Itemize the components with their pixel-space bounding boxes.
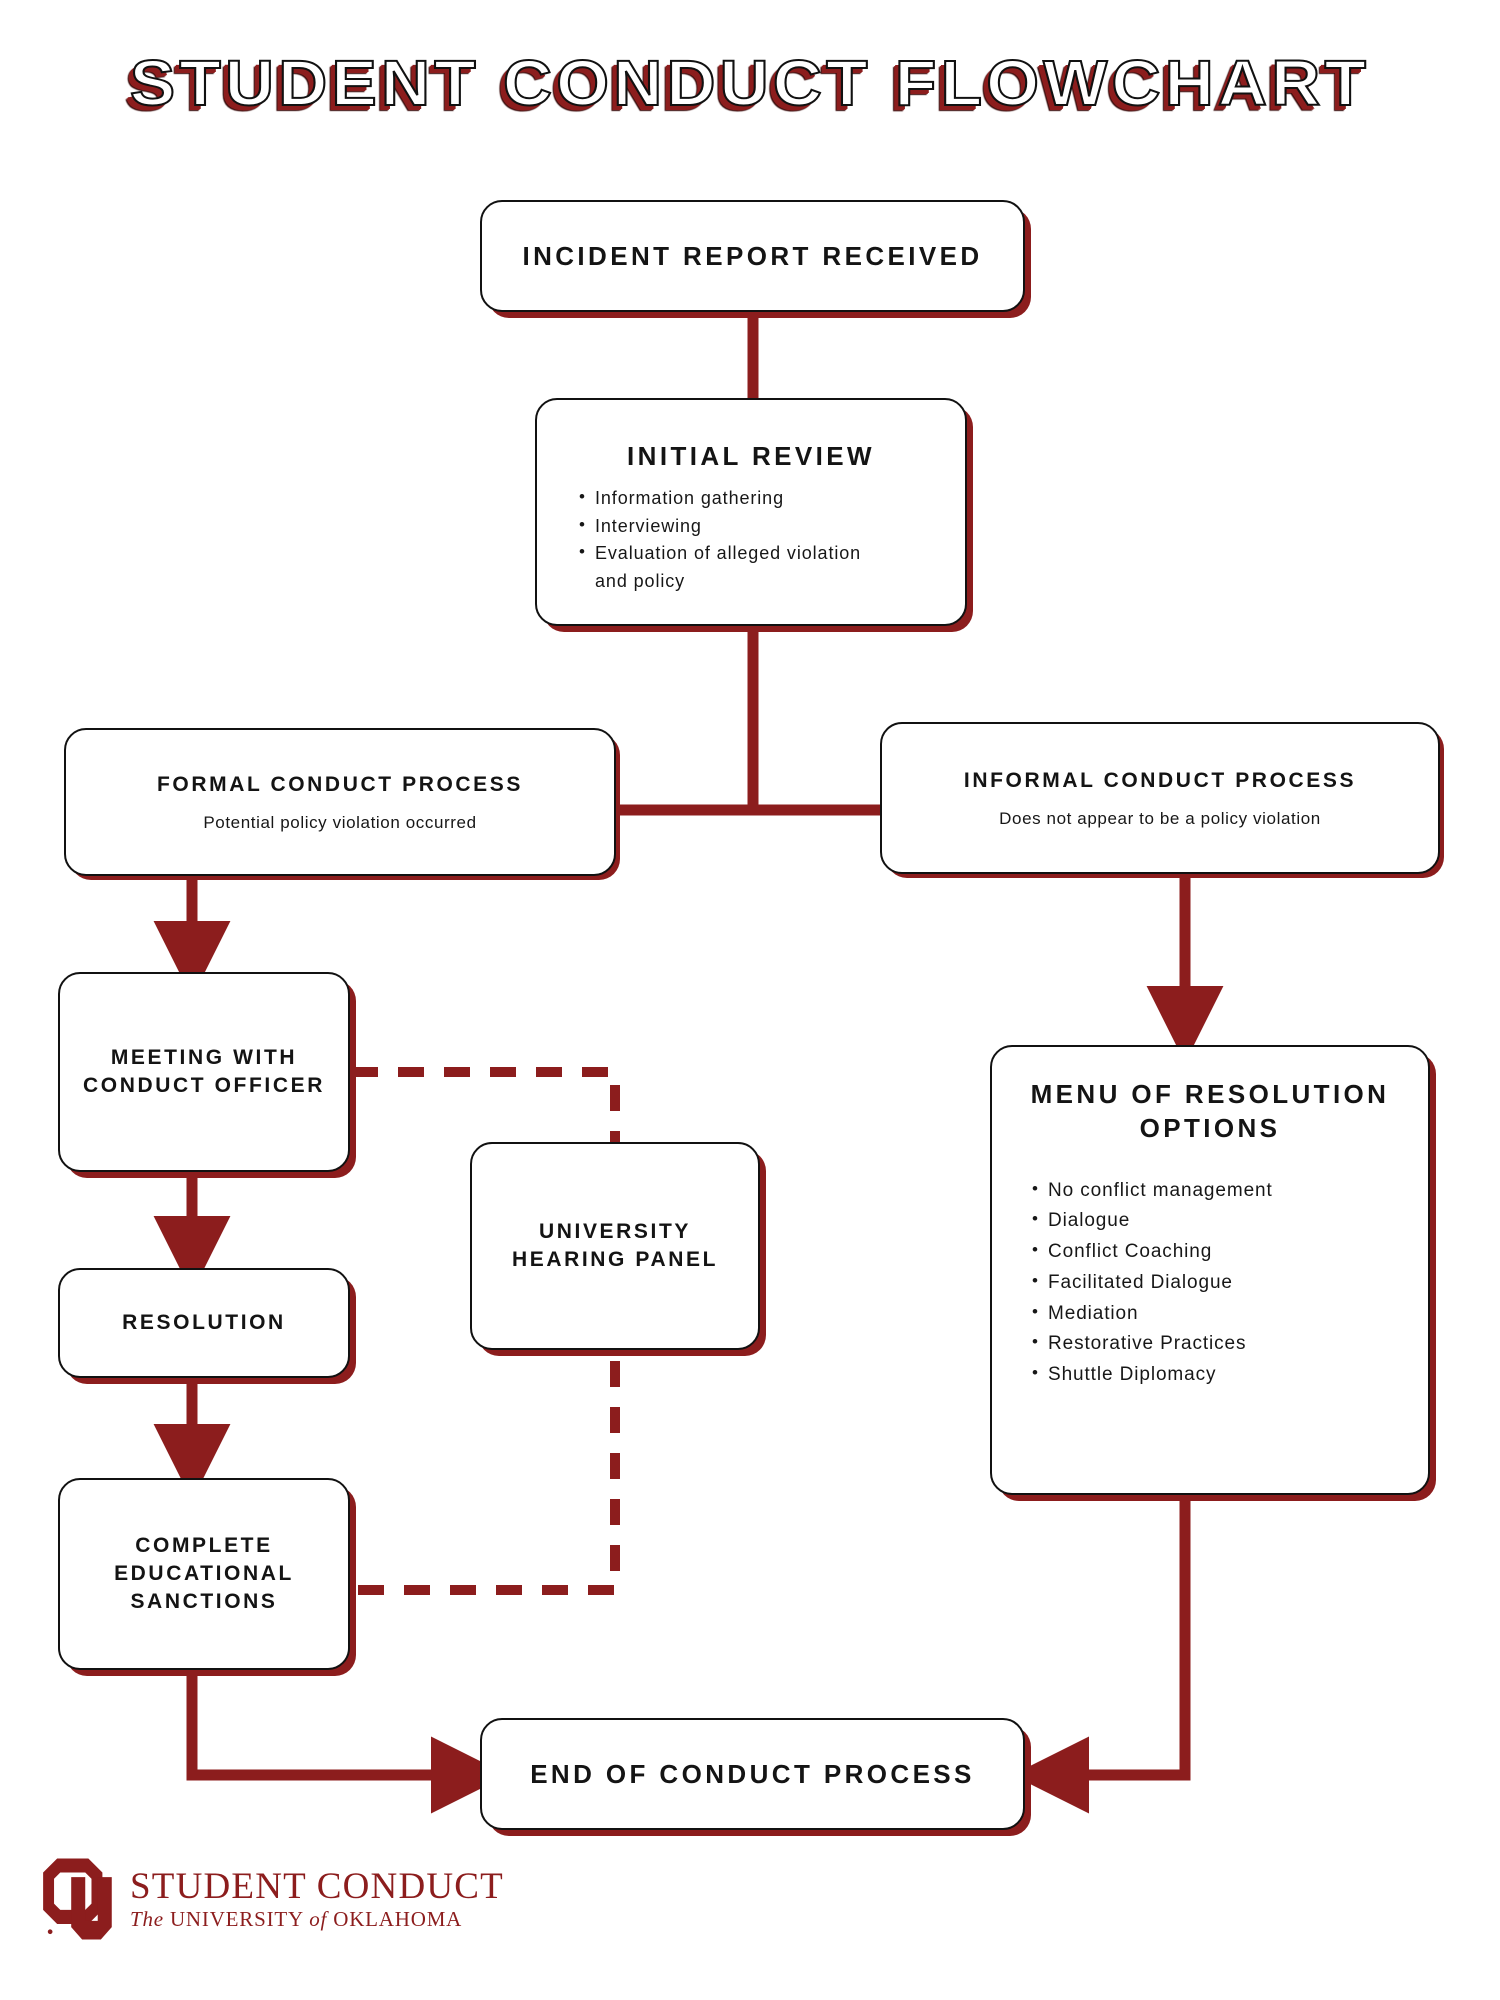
list-item: Mediation [1032,1298,1273,1330]
node-menu-of-resolution-options[interactable]: MENU OF RESOLUTION OPTIONS No conflict m… [990,1045,1430,1495]
node-meeting-with-conduct-officer[interactable]: MEETING WITH CONDUCT OFFICER [58,972,350,1172]
connector-sanctions-to-end [186,1670,508,1814]
node-complete-educational-sanctions[interactable]: COMPLETE EDUCATIONAL SANCTIONS [58,1478,350,1670]
node-meeting-with-conduct-officer-title: MEETING WITH CONDUCT OFFICER [83,1046,325,1097]
node-incident-report[interactable]: INCIDENT REPORT RECEIVED [480,200,1025,312]
node-incident-report-title: INCIDENT REPORT RECEIVED [522,240,983,271]
footer-institution-university: UNIVERSITY [169,1907,304,1931]
ou-monogram-icon [43,1858,112,1940]
list-item: Dialogue [1032,1205,1273,1237]
node-menu-of-resolution-options-title: MENU OF RESOLUTION OPTIONS [1030,1079,1390,1144]
footer-institution: The UNIVERSITY of OKLAHOMA [130,1909,504,1930]
footer-institution-state: OKLAHOMA [333,1907,463,1931]
list-item: Evaluation of alleged violation and poli… [579,539,875,595]
list-item: Interviewing [579,512,875,540]
node-menu-of-resolution-options-bullets: No conflict management Dialogue Conflict… [1008,1175,1273,1391]
page-title: STUDENT CONDUCT FLOWCHART [129,46,1371,120]
list-item: No conflict management [1032,1175,1273,1207]
node-end-of-conduct-process[interactable]: END OF CONDUCT PROCESS [480,1718,1025,1830]
node-university-hearing-panel-title: UNIVERSITY HEARING PANEL [511,1220,719,1271]
footer-org-name: STUDENT CONDUCT [130,1866,504,1907]
node-informal-process-subtitle: Does not appear to be a policy violation [999,808,1321,828]
node-university-hearing-panel[interactable]: UNIVERSITY HEARING PANEL [470,1142,760,1350]
node-resolution-title: RESOLUTION [122,1311,286,1335]
node-initial-review-bullets: Information gathering Interviewing Evalu… [553,484,875,595]
list-item: Shuttle Diplomacy [1032,1359,1273,1391]
node-complete-educational-sanctions-title: COMPLETE EDUCATIONAL SANCTIONS [114,1534,294,1613]
list-item: Information gathering [579,484,875,512]
footer-institution-of: of [309,1907,328,1931]
connector-menu-to-end [1012,1495,1191,1814]
list-item: Restorative Practices [1032,1328,1273,1360]
node-initial-review[interactable]: INITIAL REVIEW Information gathering Int… [535,398,967,626]
list-item: Facilitated Dialogue [1032,1267,1273,1299]
node-end-of-conduct-process-title: END OF CONDUCT PROCESS [530,1758,975,1789]
node-formal-process-subtitle: Potential policy violation occurred [203,812,477,832]
node-informal-process-title: INFORMAL CONDUCT PROCESS [963,769,1357,793]
node-formal-process-title: FORMAL CONDUCT PROCESS [157,773,523,797]
footer-logo: STUDENT CONDUCT The UNIVERSITY of OKLAHO… [40,1855,504,1943]
node-formal-process[interactable]: FORMAL CONDUCT PROCESS Potential policy … [64,728,616,876]
node-initial-review-title: INITIAL REVIEW [627,441,875,472]
node-informal-process[interactable]: INFORMAL CONDUCT PROCESS Does not appear… [880,722,1440,874]
footer-institution-the: The [130,1907,164,1931]
list-item: Conflict Coaching [1032,1236,1273,1268]
footer-logo-text: STUDENT CONDUCT The UNIVERSITY of OKLAHO… [130,1868,504,1930]
node-resolution[interactable]: RESOLUTION [58,1268,350,1378]
